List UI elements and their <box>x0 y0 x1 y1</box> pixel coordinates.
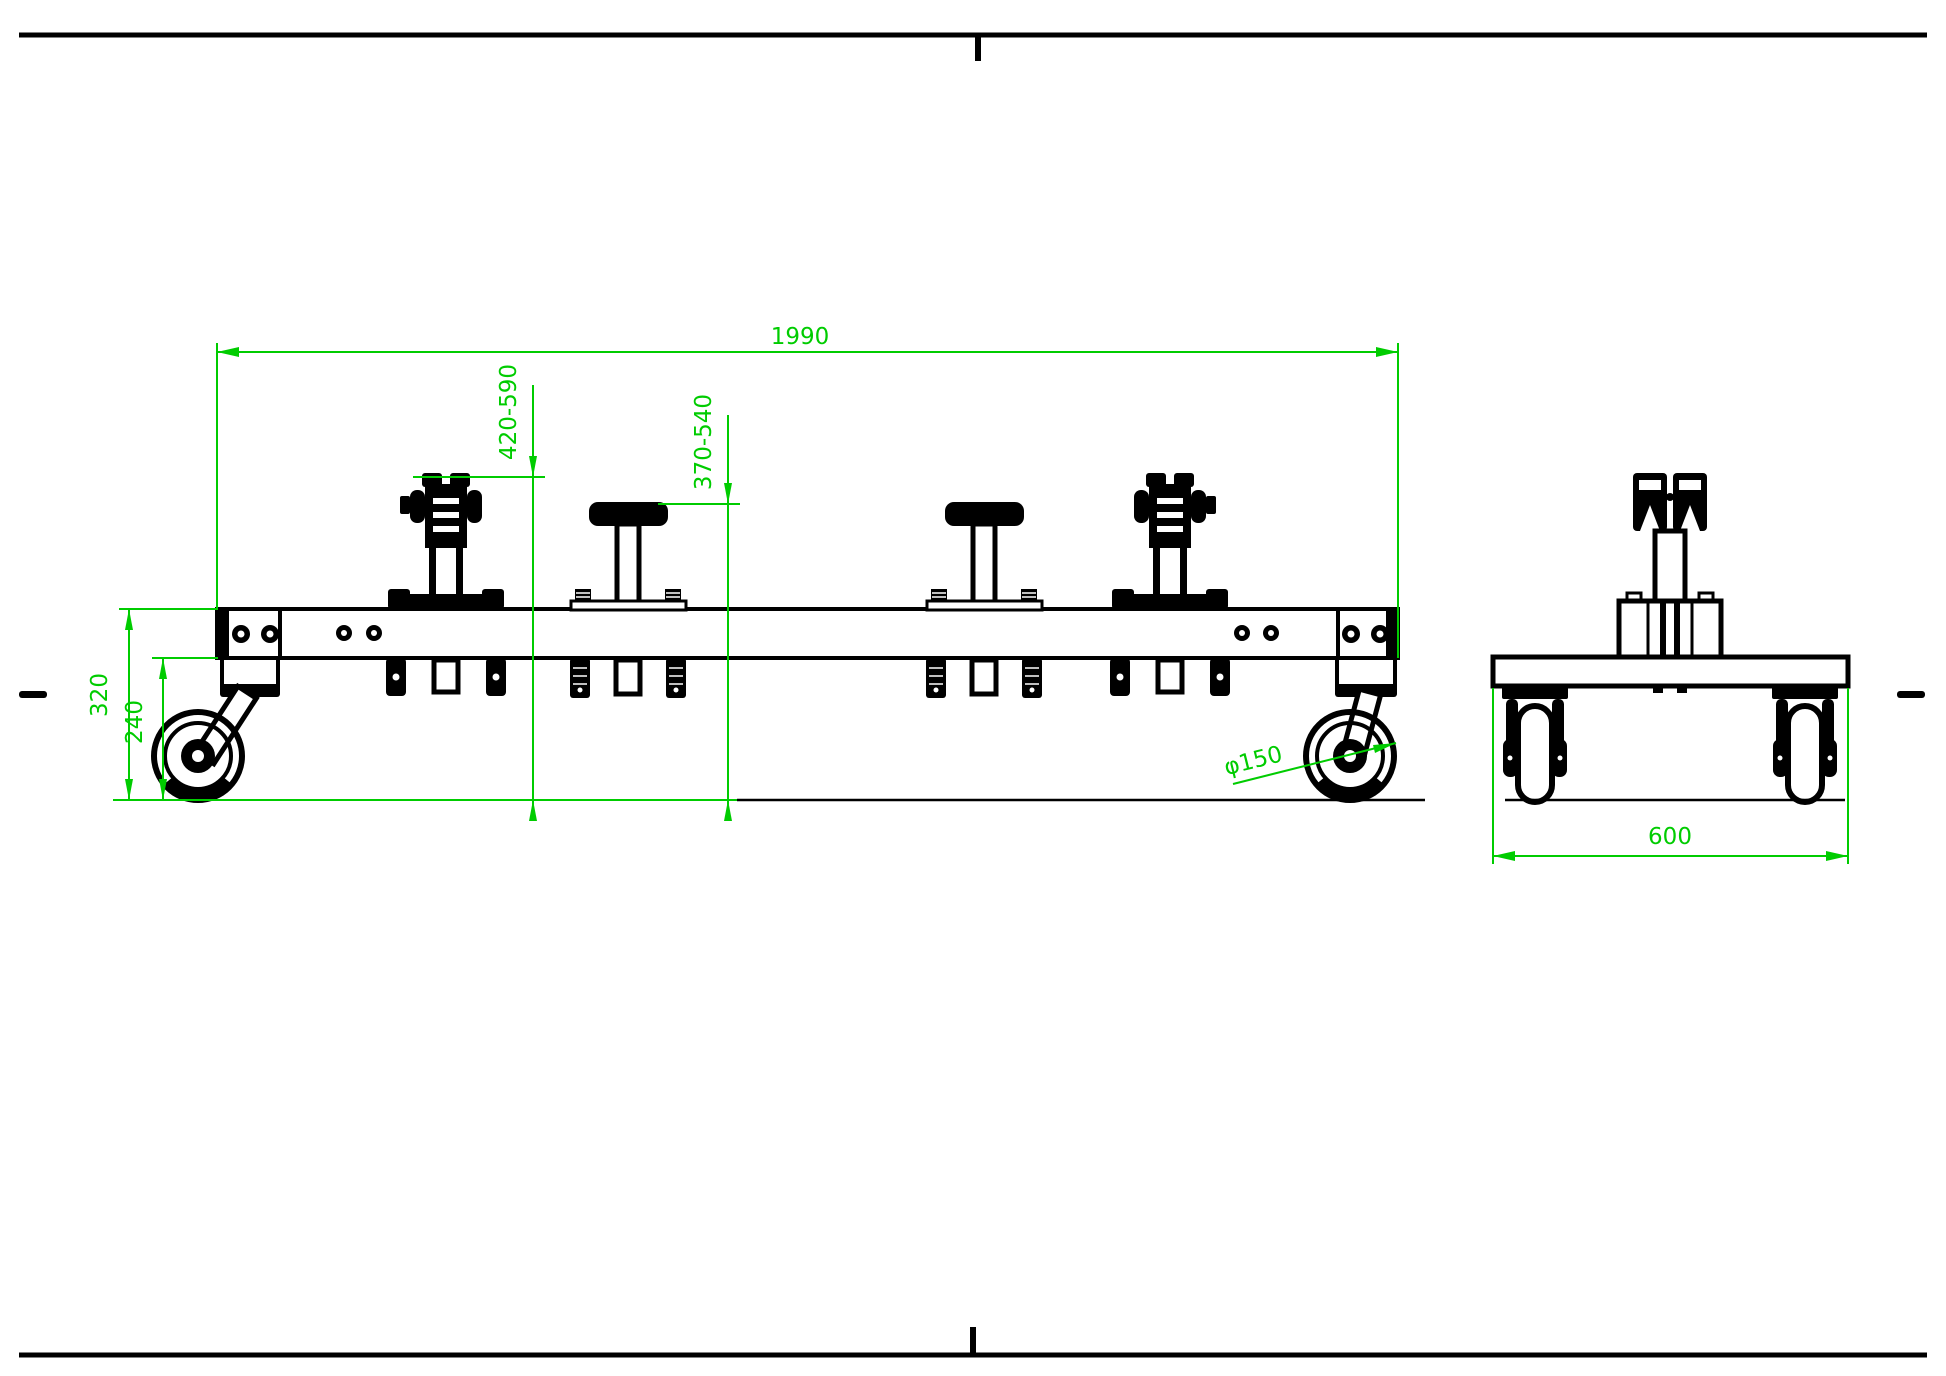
clamp-side-knob <box>400 496 410 514</box>
frame-bottom-height-label: 240 <box>122 700 148 744</box>
front-caster-left <box>151 656 280 803</box>
side-deck-plate <box>1490 654 1851 689</box>
right-center-tick <box>1897 691 1925 698</box>
front-caster-right <box>1303 656 1397 803</box>
dimension-pad-height: 370-540 <box>658 394 740 821</box>
side-wheel <box>1515 703 1555 805</box>
bottom-center-tick <box>970 1327 976 1355</box>
pad-post-left <box>569 502 688 698</box>
main-beam <box>215 607 1400 660</box>
dimension-annotations: 1990 420-590 370-540 320 240 <box>87 324 1849 864</box>
side-view <box>1490 473 1851 805</box>
beam-bolt-holes <box>232 625 1389 643</box>
clamp-post-right <box>1110 473 1230 696</box>
overall-length-label: 1990 <box>771 324 830 350</box>
pad-height-label: 370-540 <box>691 394 717 490</box>
beam-left-endcap <box>217 607 229 660</box>
dimension-clamp-height: 420-590 <box>413 364 545 821</box>
frame-top-height-label: 320 <box>87 673 113 717</box>
dimension-overall-length: 1990 <box>216 324 1399 658</box>
top-center-tick <box>975 33 981 61</box>
dimension-overall-width: 600 <box>1492 688 1849 864</box>
beam-right-endcap <box>1386 607 1398 660</box>
clamp-height-label: 420-590 <box>496 364 522 460</box>
front-view <box>151 473 1425 803</box>
dimension-frame-bottom-height: 240 <box>122 657 218 800</box>
sheet-frame <box>19 32 1927 1358</box>
side-mount-block <box>1616 591 1724 660</box>
side-post-column <box>1652 528 1688 604</box>
side-wheel <box>1785 703 1825 805</box>
side-caster-right <box>1772 686 1838 805</box>
overall-width-label: 600 <box>1648 824 1692 850</box>
clamp-side-knob <box>1206 496 1216 514</box>
left-center-tick <box>19 691 47 698</box>
clamp-post-left <box>386 473 506 696</box>
side-caster-left <box>1502 686 1568 805</box>
wheel-diameter-label: φ150 <box>1221 741 1285 781</box>
side-clamp-head <box>1633 473 1707 531</box>
wheel-outer <box>1303 709 1397 803</box>
dimension-frame-top-height: 320 <box>87 608 218 800</box>
wheel-tread-arc <box>1316 777 1384 800</box>
pad-post-right <box>925 502 1044 698</box>
beam-body <box>215 607 1400 660</box>
wheel-tread-arc <box>164 777 232 800</box>
